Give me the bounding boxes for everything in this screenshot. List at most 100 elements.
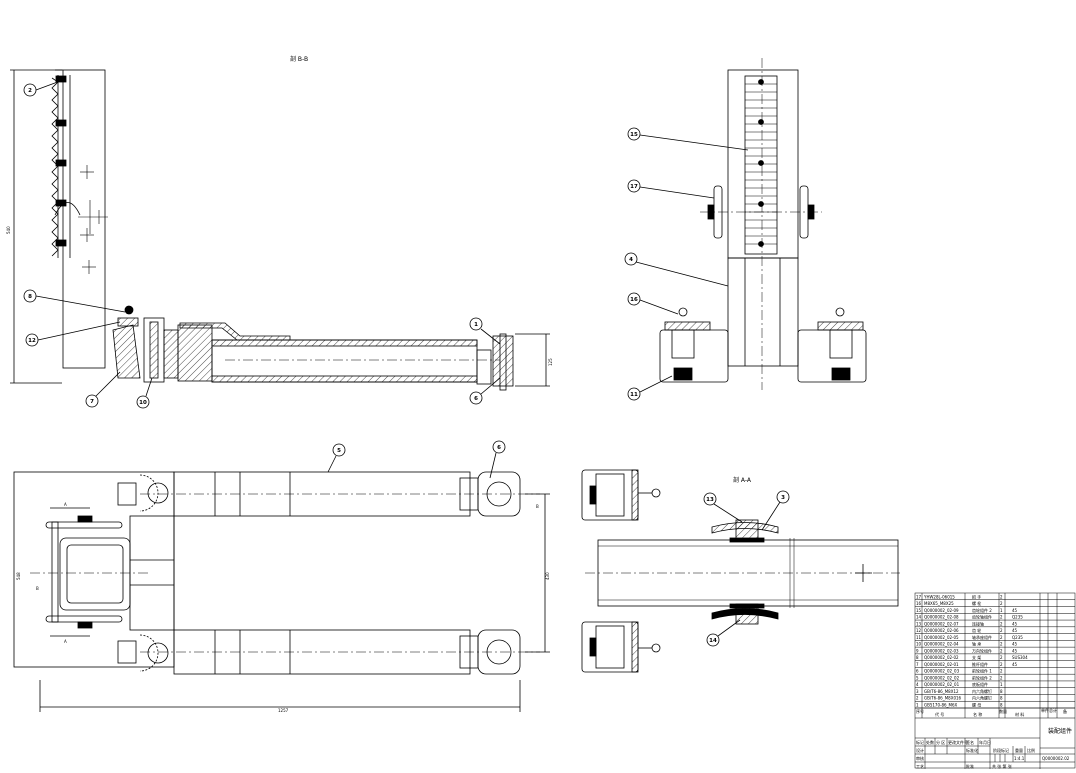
bom-cell-name: 把 手 (972, 593, 981, 599)
cut-a-top: A (64, 502, 67, 507)
bom-cell-name: 齿 轮 (972, 627, 981, 633)
bom-header-note: 备 (1063, 708, 1067, 714)
balloon-11: 11 (630, 392, 638, 398)
bom-cell-name: 底板组件 (972, 681, 988, 687)
balloon-3: 3 (781, 495, 785, 501)
bom-cell-qty: 2 (1000, 594, 1003, 599)
tb-count: 处数 (926, 739, 934, 745)
bom-header-qty: 数量 (999, 708, 1007, 714)
dim-height-left: 540 (6, 226, 11, 234)
view-section-aa: 剖 A-A 13 (581, 469, 900, 673)
bom-cell-qty: 1 (1000, 682, 1003, 687)
bom-cell-no: 1 (916, 703, 919, 708)
bom-cell-no: 17 (916, 594, 922, 599)
bom-cell-no: 8 (916, 655, 919, 660)
tb-signature: 签名 (966, 739, 974, 745)
bom-cell-qty: 2 (1000, 621, 1003, 626)
dim-total-length: 1257 (278, 708, 289, 713)
bom-cell-material: 45 (1012, 642, 1018, 647)
bom-cell-name: 轴 承 (972, 641, 981, 647)
rack-teeth (51, 77, 59, 257)
view-front: 15 17 4 16 11 (624, 58, 867, 401)
bom-cell-code: GB/T6-86_M8X12 (924, 689, 959, 694)
bom-cell-name: 内六角螺钉 (972, 695, 992, 701)
bom-cell-name: 齿轮组件 2 (972, 607, 992, 613)
bom-cell-name: 轴承座组件 (972, 634, 992, 640)
bom-cell-name: 内六角螺钉 (972, 688, 992, 694)
balloon-16: 16 (630, 297, 638, 303)
bom-cell-code: Q0000002_02-09 (924, 608, 959, 613)
bom-cell-material: SUS304 (1012, 655, 1028, 660)
tb-date: 年月日 (979, 739, 991, 745)
tb-design: 设计 (916, 747, 924, 753)
tb-standardization: 标准化 (966, 747, 978, 753)
bom-cell-code: YHW28L-06015 (923, 594, 955, 599)
balloon-15: 15 (630, 132, 638, 138)
section-aa-label: 剖 A-A (733, 476, 752, 484)
bom-cell-qty: 2 (1000, 675, 1003, 680)
tb-weight: 重量 (1015, 747, 1023, 753)
tb-title: 装配组件 (1048, 727, 1072, 735)
bom-cell-no: 9 (916, 648, 919, 653)
bom-cell-material: Q235 (1012, 635, 1023, 640)
bom-cell-no: 16 (916, 601, 922, 606)
view-section-bb: 剖 B-B 540 (6, 55, 553, 409)
dim-height-right: 125 (548, 358, 553, 366)
bom-cell-qty: 8 (1000, 703, 1003, 708)
tb-mark: 标记 (916, 739, 924, 745)
bom-cell-no: 14 (916, 615, 922, 620)
bom-header-unit-weight: 单件 (1041, 707, 1049, 713)
bom-cell-no: 6 (916, 669, 919, 674)
bom-cell-code: Q0000002_02-07 (924, 621, 959, 626)
bom-cell-no: 5 (916, 675, 919, 680)
bom-cell-material: 45 (1012, 621, 1018, 626)
balloon-1: 1 (474, 322, 478, 328)
bom-cell-name: 连接轴 (972, 620, 984, 626)
balloon-14: 14 (709, 638, 717, 644)
cut-b-left: B (36, 586, 39, 591)
bom-cell-qty: 1 (1000, 608, 1003, 613)
tb-drawing-no: Q0000002.02 (1042, 756, 1070, 761)
tb-review: 审核 (916, 755, 924, 761)
bom-cell-name: 螺 栓 (972, 600, 981, 606)
bom-cell-code: GB/T6-86_M8X016 (924, 696, 962, 701)
bom-cell-code: Q0000002_02-05 (924, 635, 959, 640)
bom-cell-code: Q0000002_02-02 (924, 655, 959, 660)
bom-cell-code: Q0000002_02-08 (924, 615, 959, 620)
balloons-section-bb: 2 8 12 7 10 1 6 (23, 79, 501, 409)
dim-total-width: 548 (16, 572, 21, 580)
dim-inner-width: 430 (545, 572, 550, 580)
balloon-10: 10 (139, 400, 147, 406)
bom-cell-name: 前轮组件 1 (972, 668, 992, 674)
bom-cell-qty: 2 (1000, 648, 1003, 653)
bom-header-code: 代 号 (935, 711, 944, 717)
balloons-top-view: 5 6 (327, 440, 506, 479)
bom-cell-no: 12 (916, 628, 922, 633)
tb-process: 工艺 (916, 764, 924, 769)
bom-cell-qty: 2 (1000, 655, 1003, 660)
balloon-6-bottom: 6 (497, 445, 501, 451)
view-top: A A B B 1257 430 548 5 6 (13, 440, 550, 713)
section-bb-label: 剖 B-B (290, 55, 308, 63)
balloon-5: 5 (337, 448, 341, 454)
cut-b-right: B (536, 504, 539, 509)
balloons-front-view: 15 17 4 16 11 (624, 127, 749, 401)
bom-cell-material: 45 (1012, 648, 1018, 653)
bom-cell-qty: 2 (1000, 601, 1003, 606)
bom-cell-name: 支 架 (972, 654, 981, 660)
bom-cell-name: 万向轮组件 (972, 647, 992, 653)
bom-cell-code: Q0000002_02-01 (924, 662, 959, 667)
balloon-4: 4 (629, 257, 633, 263)
balloon-12: 12 (28, 338, 36, 344)
title-block: 标记 处数 分 区 更改文件号 签名 年月日 设计 标准化 审核 工艺 批准 阶… (915, 718, 1075, 769)
bom-cell-code: Q0000002_02_03 (924, 669, 960, 674)
bom-cell-material: Q235 (1012, 615, 1023, 620)
bom-cell-name: 推杆组件 (972, 661, 988, 667)
bom-cell-no: 4 (916, 682, 919, 687)
tb-zone: 分 区 (936, 739, 945, 745)
bom-cell-code: GB5170-86_M6X (924, 703, 958, 708)
bom-cell-material: 45 (1012, 662, 1018, 667)
bom-cell-qty: 2 (1000, 635, 1003, 640)
